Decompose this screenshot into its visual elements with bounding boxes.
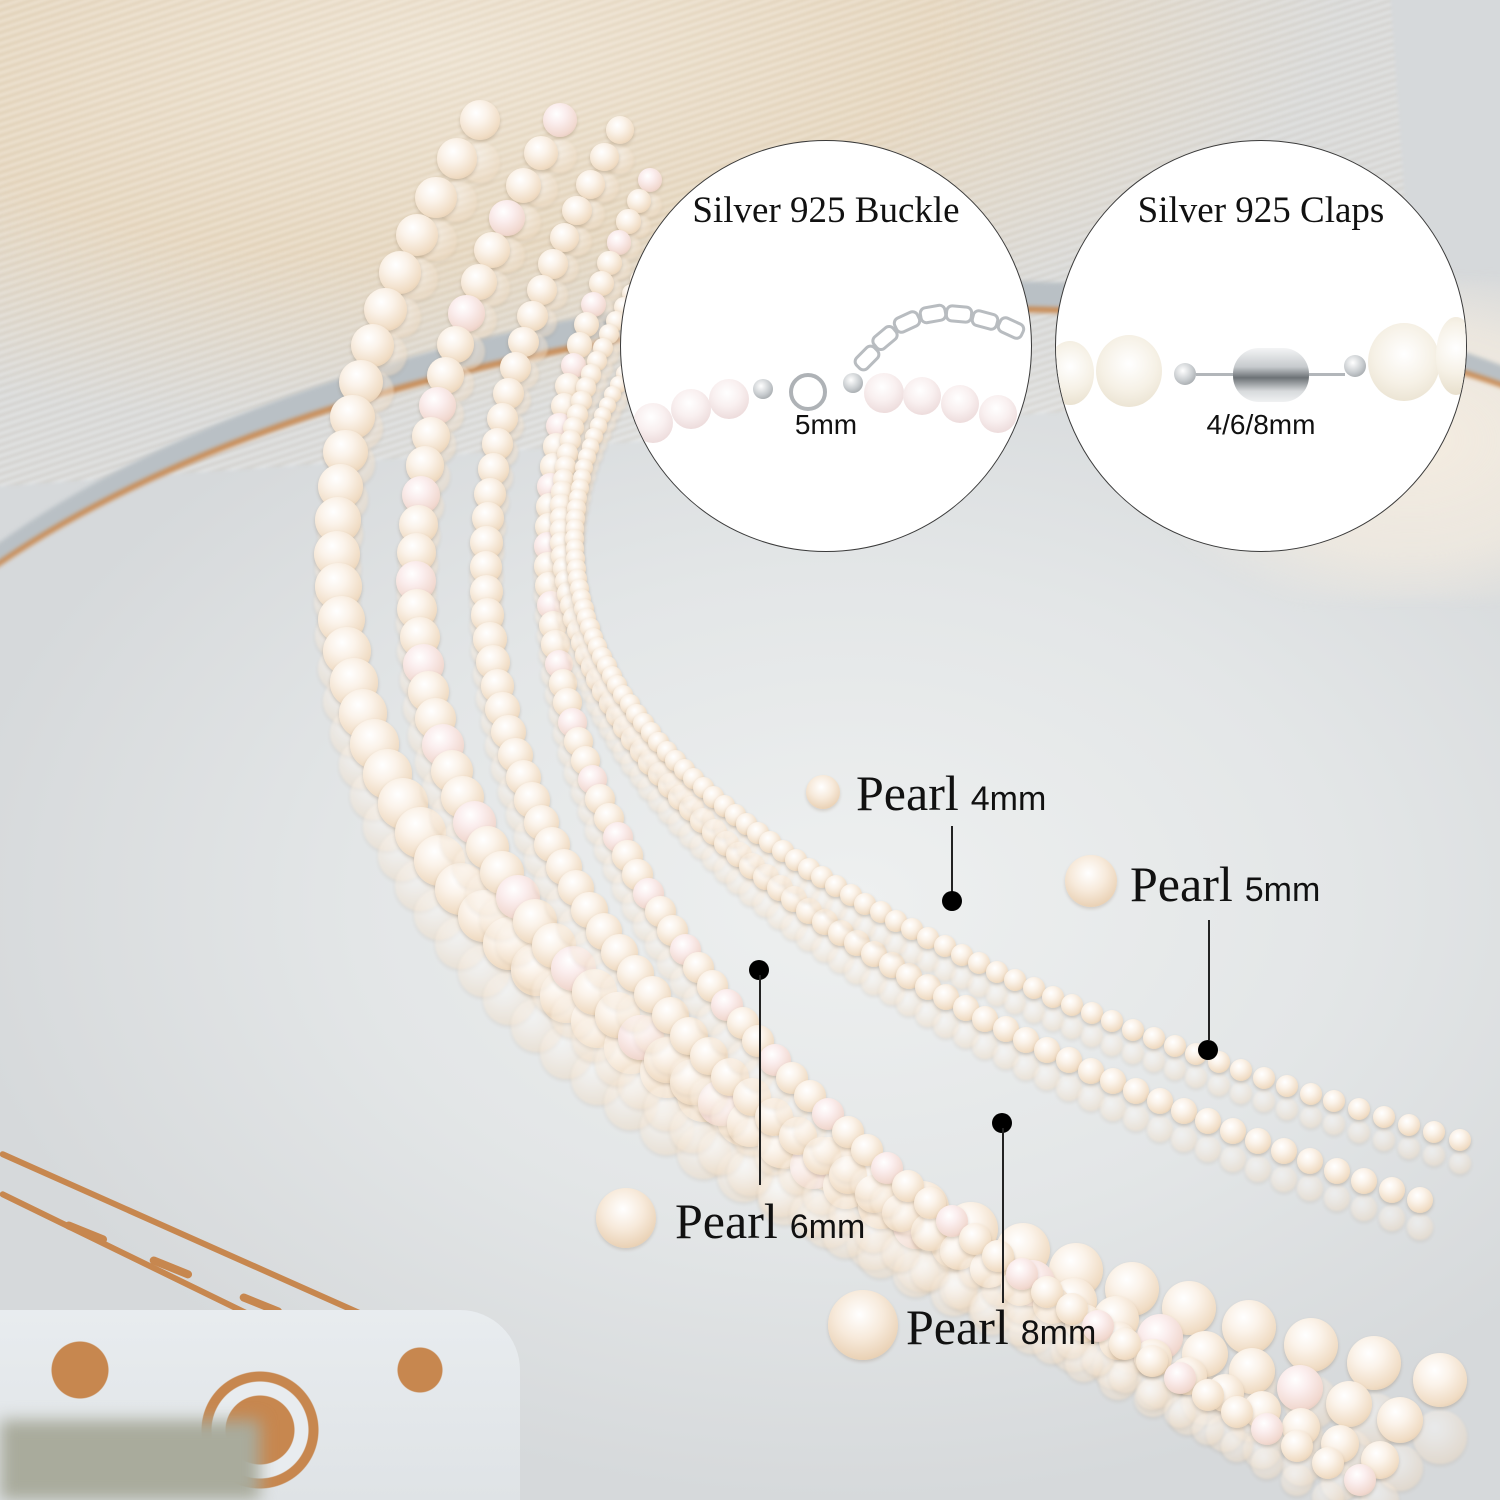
pearl-4mm-marker [942, 891, 962, 911]
pearl-5mm-leader-line [1208, 920, 1210, 1040]
buckle-title: Silver 925 Buckle [692, 190, 960, 231]
pearl-8mm-marker [992, 1113, 1012, 1133]
pearl-4mm-label: Pearl 4mm [856, 765, 1047, 821]
pearl-8mm-leader-line [1002, 1128, 1004, 1303]
pearl-4mm-sample-icon [806, 775, 840, 809]
pearl-8mm-label: Pearl 8mm [906, 1299, 1097, 1355]
clasp-detail-circle: Silver 925 Claps 4/6/8mm [1055, 140, 1467, 552]
clasp-size: 4/6/8mm [1206, 409, 1316, 440]
pearl-6mm-marker [749, 960, 769, 980]
pearl-6mm-label: Pearl 6mm [675, 1193, 866, 1249]
pearl-6mm-sample-icon [596, 1188, 656, 1248]
clasp-title: Silver 925 Claps [1137, 190, 1385, 231]
pearl-8mm-sample-icon [828, 1290, 898, 1360]
frame-shadow [0, 1420, 260, 1500]
pearl-5mm-marker [1198, 1040, 1218, 1060]
pearl-4mm-leader-line [951, 826, 953, 898]
buckle-size: 5mm [794, 409, 858, 440]
pearl-6mm-leader-line [759, 975, 761, 1185]
buckle-detail-circle: Silver 925 Buckle 5mm [620, 140, 1032, 552]
pearl-5mm-label: Pearl 5mm [1130, 856, 1321, 912]
pearl-5mm-sample-icon [1065, 855, 1117, 907]
